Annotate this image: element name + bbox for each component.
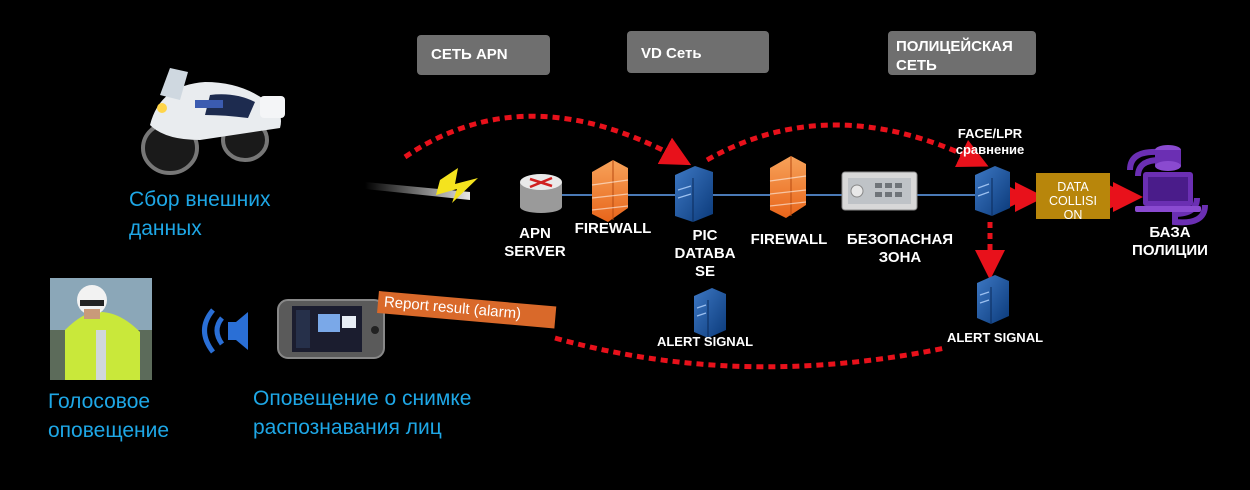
police-db-label: БАЗА ПОЛИЦИИ [1115,224,1225,260]
gateway-appliance-icon [841,171,918,211]
voice-label: Голосовое оповещение [48,387,169,445]
zone-police-tag: ПОЛИЦЕЙСКАЯ СЕТЬ [888,31,1036,75]
voice-line2: оповещение [48,419,170,442]
server-icon [694,288,726,338]
data-collision-line2: COLLISI [1049,194,1097,208]
apn-server-line2: SERVER [504,243,566,260]
zone-police-line1: ПОЛИЦЕЙСКАЯ [896,38,1013,55]
firewall-icon [591,160,629,222]
face-notice-label: Оповещение о снимке распознавания лиц [253,384,471,442]
apn-server-line1: APN [519,225,551,242]
zone-apn-tag: СЕТЬ APN [417,35,550,75]
router-icon [520,174,562,213]
flow-arc-collect-to-db [403,113,692,166]
face-lpr-label: FACE/LPR сравнение [945,126,1035,158]
handheld-terminal-image [277,299,385,359]
police-db-line2: ПОЛИЦИИ [1132,242,1208,259]
database-monitor-icon [1127,145,1208,226]
pic-database-line3: SE [694,263,715,280]
firewall-1-label: FIREWALL [574,220,652,237]
face-lpr-line1: FACE/LPR [957,126,1023,141]
apn-server-label: APN SERVER [495,225,575,261]
server-icon [675,166,713,222]
data-collision-line1: DATA [1057,180,1089,194]
safe-zone-label: БЕЗОПАСНАЯ ЗОНА [835,231,965,267]
face-notice-line1: Оповещение о снимке [253,387,472,410]
flow-report-return [554,335,946,370]
safe-zone-line2: ЗОНА [878,249,922,266]
wireless-beam [365,182,470,200]
pic-database-line2: DATABA [674,245,736,262]
firewall-icon [769,156,807,218]
police-officer-photo [50,278,152,380]
police-db-line1: БАЗА [1149,224,1191,241]
zone-police-line2: СЕТЬ [896,57,937,74]
zone-vd-tag: VD Сеть [627,31,769,73]
alert-signal-2-label: ALERT SIGNAL [946,330,1044,345]
flow-arc-db-to-face [705,122,989,167]
motorcycle-image [141,68,285,175]
voice-line1: Голосовое [48,390,151,413]
speaker-icon [202,308,248,354]
safe-zone-line1: БЕЗОПАСНАЯ [846,231,954,248]
server-icon [975,166,1010,216]
data-collision-label: DATA COLLISI ON [1036,180,1110,222]
lightning-icon [436,168,478,203]
data-collision-box [1036,173,1110,219]
face-lpr-line2: сравнение [955,142,1025,157]
firewall-2-label: FIREWALL [750,231,828,248]
alert-signal-1-label: ALERT SIGNAL [656,334,754,349]
collection-line2: данных [129,217,202,240]
collection-label: Сбор внешних данных [129,185,271,243]
pic-database-line1: PIC [692,227,718,244]
pic-database-label: PIC DATABA SE [660,227,750,281]
face-notice-line2: распознавания лиц [253,416,442,439]
server-icon [977,275,1009,324]
collection-line1: Сбор внешних [129,188,271,211]
data-collision-line3: ON [1063,208,1083,222]
